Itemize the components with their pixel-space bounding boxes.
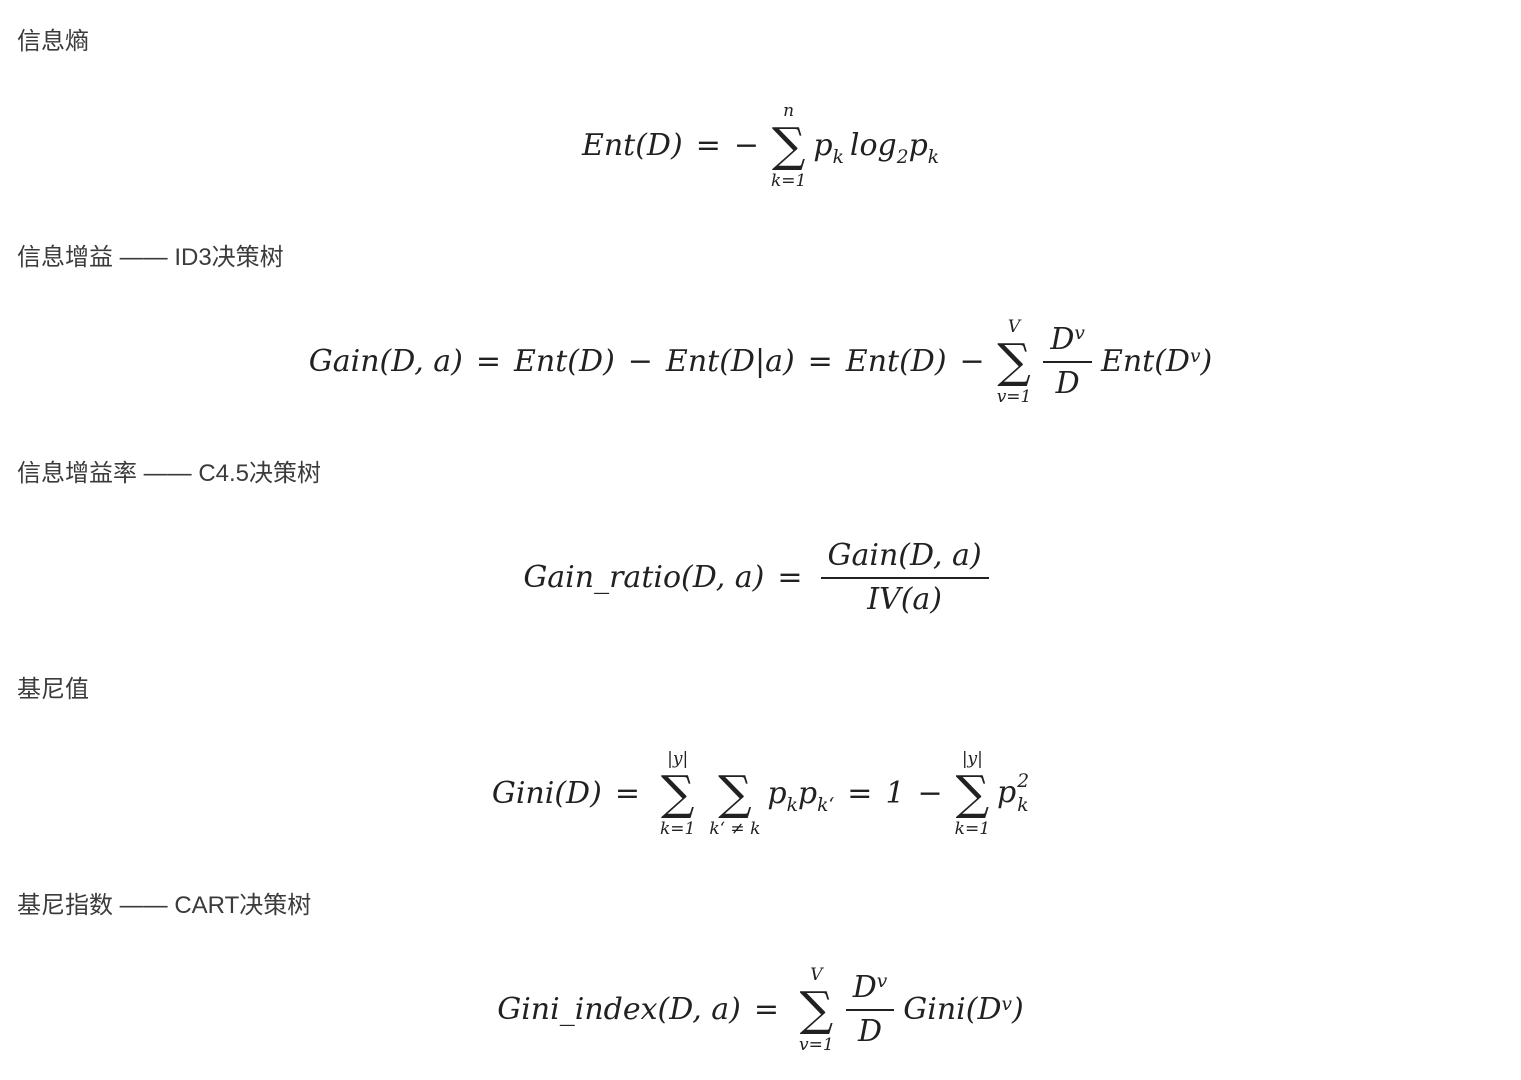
sum-lower-limit: k=1 <box>770 171 807 191</box>
summation: ∑k‘ ≠ k <box>709 749 761 840</box>
minus-sign: − <box>627 344 653 380</box>
fraction-numerator: Dv <box>845 969 895 1011</box>
sum-lower-limit: v=1 <box>799 1035 834 1055</box>
minus-sign: − <box>917 776 943 812</box>
subscript-k: k <box>927 146 940 168</box>
equals-sign: = <box>753 992 780 1028</box>
var-p: p <box>797 776 818 812</box>
summation: n∑k=1 <box>771 101 806 191</box>
subscript-k: k <box>1017 794 1029 816</box>
math-lhs: Gini(D) <box>491 776 602 812</box>
minus-sign: − <box>959 344 985 380</box>
sigma-icon: ∑ <box>997 334 1031 389</box>
superscript-2: 2 <box>1017 770 1030 792</box>
heading-gini-value: 基尼值 <box>17 676 89 703</box>
equals-sign: = <box>847 776 873 812</box>
heading-gini-index: 基尼指数 —— CART决策树 <box>17 892 312 919</box>
formula-gain-ratio: Gain_ratio(D, a) = Gain(D, a)IV(a) <box>0 530 1521 626</box>
math-lhs: Gain_ratio(D, a) <box>523 560 765 596</box>
fraction-denominator: D <box>1055 366 1080 401</box>
equals-sign: = <box>695 128 721 164</box>
fn-ent-open: Ent(D <box>1100 344 1190 380</box>
var-p: p <box>908 128 928 164</box>
superscript-v: v <box>1189 345 1201 367</box>
sum-lower-limit: k=1 <box>659 819 696 839</box>
math-lhs: Ent(D) <box>581 128 683 164</box>
var-d: D <box>852 969 877 1005</box>
math-lhs: Gain(D, a) <box>308 344 463 380</box>
subscript-2: 2 <box>896 146 909 168</box>
close-paren: ) <box>1012 992 1024 1028</box>
number-one: 1 <box>885 776 905 812</box>
heading-entropy: 信息熵 <box>17 28 89 55</box>
math-tail: Ent(Dv) <box>1101 343 1212 381</box>
math-lhs: Gini_index(D, a) <box>497 992 741 1028</box>
sum-upper-limit: |y| <box>667 749 689 769</box>
math-ent-d: Ent(D) <box>845 344 947 380</box>
fraction-numerator: Dv <box>1043 321 1092 363</box>
math-ent-d: Ent(D) <box>514 344 615 380</box>
sum-lower-limit: k‘ ≠ k <box>709 819 761 839</box>
fraction: Gain(D, a)IV(a) <box>820 538 989 618</box>
sum-upper-limit: V <box>1007 317 1021 337</box>
sigma-icon: ∑ <box>799 982 834 1037</box>
section-gain-ratio: 信息增益率 —— C4.5决策树 Gain_ratio(D, a) = Gain(D… <box>0 458 1521 626</box>
minus-sign: − <box>733 128 759 164</box>
math-tail: Gini(Dv) <box>903 991 1023 1029</box>
summation: V∑v=1 <box>799 965 834 1055</box>
sum-upper-limit: V <box>810 965 823 985</box>
equals-sign: = <box>777 560 803 596</box>
sigma-icon: ∑ <box>718 766 752 821</box>
equals-sign: = <box>614 776 640 812</box>
summation: |y|∑k=1 <box>955 749 990 839</box>
sigma-icon: ∑ <box>955 766 990 821</box>
equals-sign: = <box>475 344 502 380</box>
sum-lower-limit: v=1 <box>996 387 1032 407</box>
var-d: D <box>1050 321 1075 357</box>
sum-lower-limit: k=1 <box>954 819 991 839</box>
superscript-v: v <box>876 971 888 993</box>
sigma-icon: ∑ <box>660 766 695 821</box>
var-p: p <box>767 776 787 812</box>
math-ent-d-given-a: Ent(D|a) <box>665 344 795 380</box>
summation: V∑v=1 <box>997 317 1032 407</box>
fn-gini-open: Gini(D <box>903 992 1002 1028</box>
var-p: p <box>813 128 833 164</box>
fn-log: log <box>849 128 897 164</box>
sigma-icon: ∑ <box>771 118 806 173</box>
close-paren: ) <box>1200 344 1213 380</box>
section-info-gain: 信息增益 —— ID3决策树 Gain(D, a)=Ent(D)−Ent(D|a… <box>0 242 1521 410</box>
fraction-denominator: IV(a) <box>867 582 942 617</box>
superscript-v: v <box>1001 993 1013 1015</box>
fraction-numerator: Gain(D, a) <box>820 538 989 579</box>
sum-upper-limit: |y| <box>961 749 983 769</box>
equals-sign: = <box>807 344 833 380</box>
heading-info-gain: 信息增益 —— ID3决策树 <box>17 244 284 271</box>
superscript-v: v <box>1074 323 1085 345</box>
heading-gain-ratio: 信息增益率 —— C4.5决策树 <box>17 460 322 487</box>
math-body: pkpk‘ <box>767 775 835 816</box>
fraction-denominator: D <box>857 1014 882 1049</box>
var-p: p <box>997 775 1017 810</box>
summation: |y|∑k=1 <box>660 749 695 839</box>
subscript-k: k <box>786 794 798 816</box>
sum-upper-limit: n <box>783 101 795 121</box>
subscript-k: k <box>832 146 844 168</box>
subscript-k-prime: k‘ <box>817 794 835 816</box>
